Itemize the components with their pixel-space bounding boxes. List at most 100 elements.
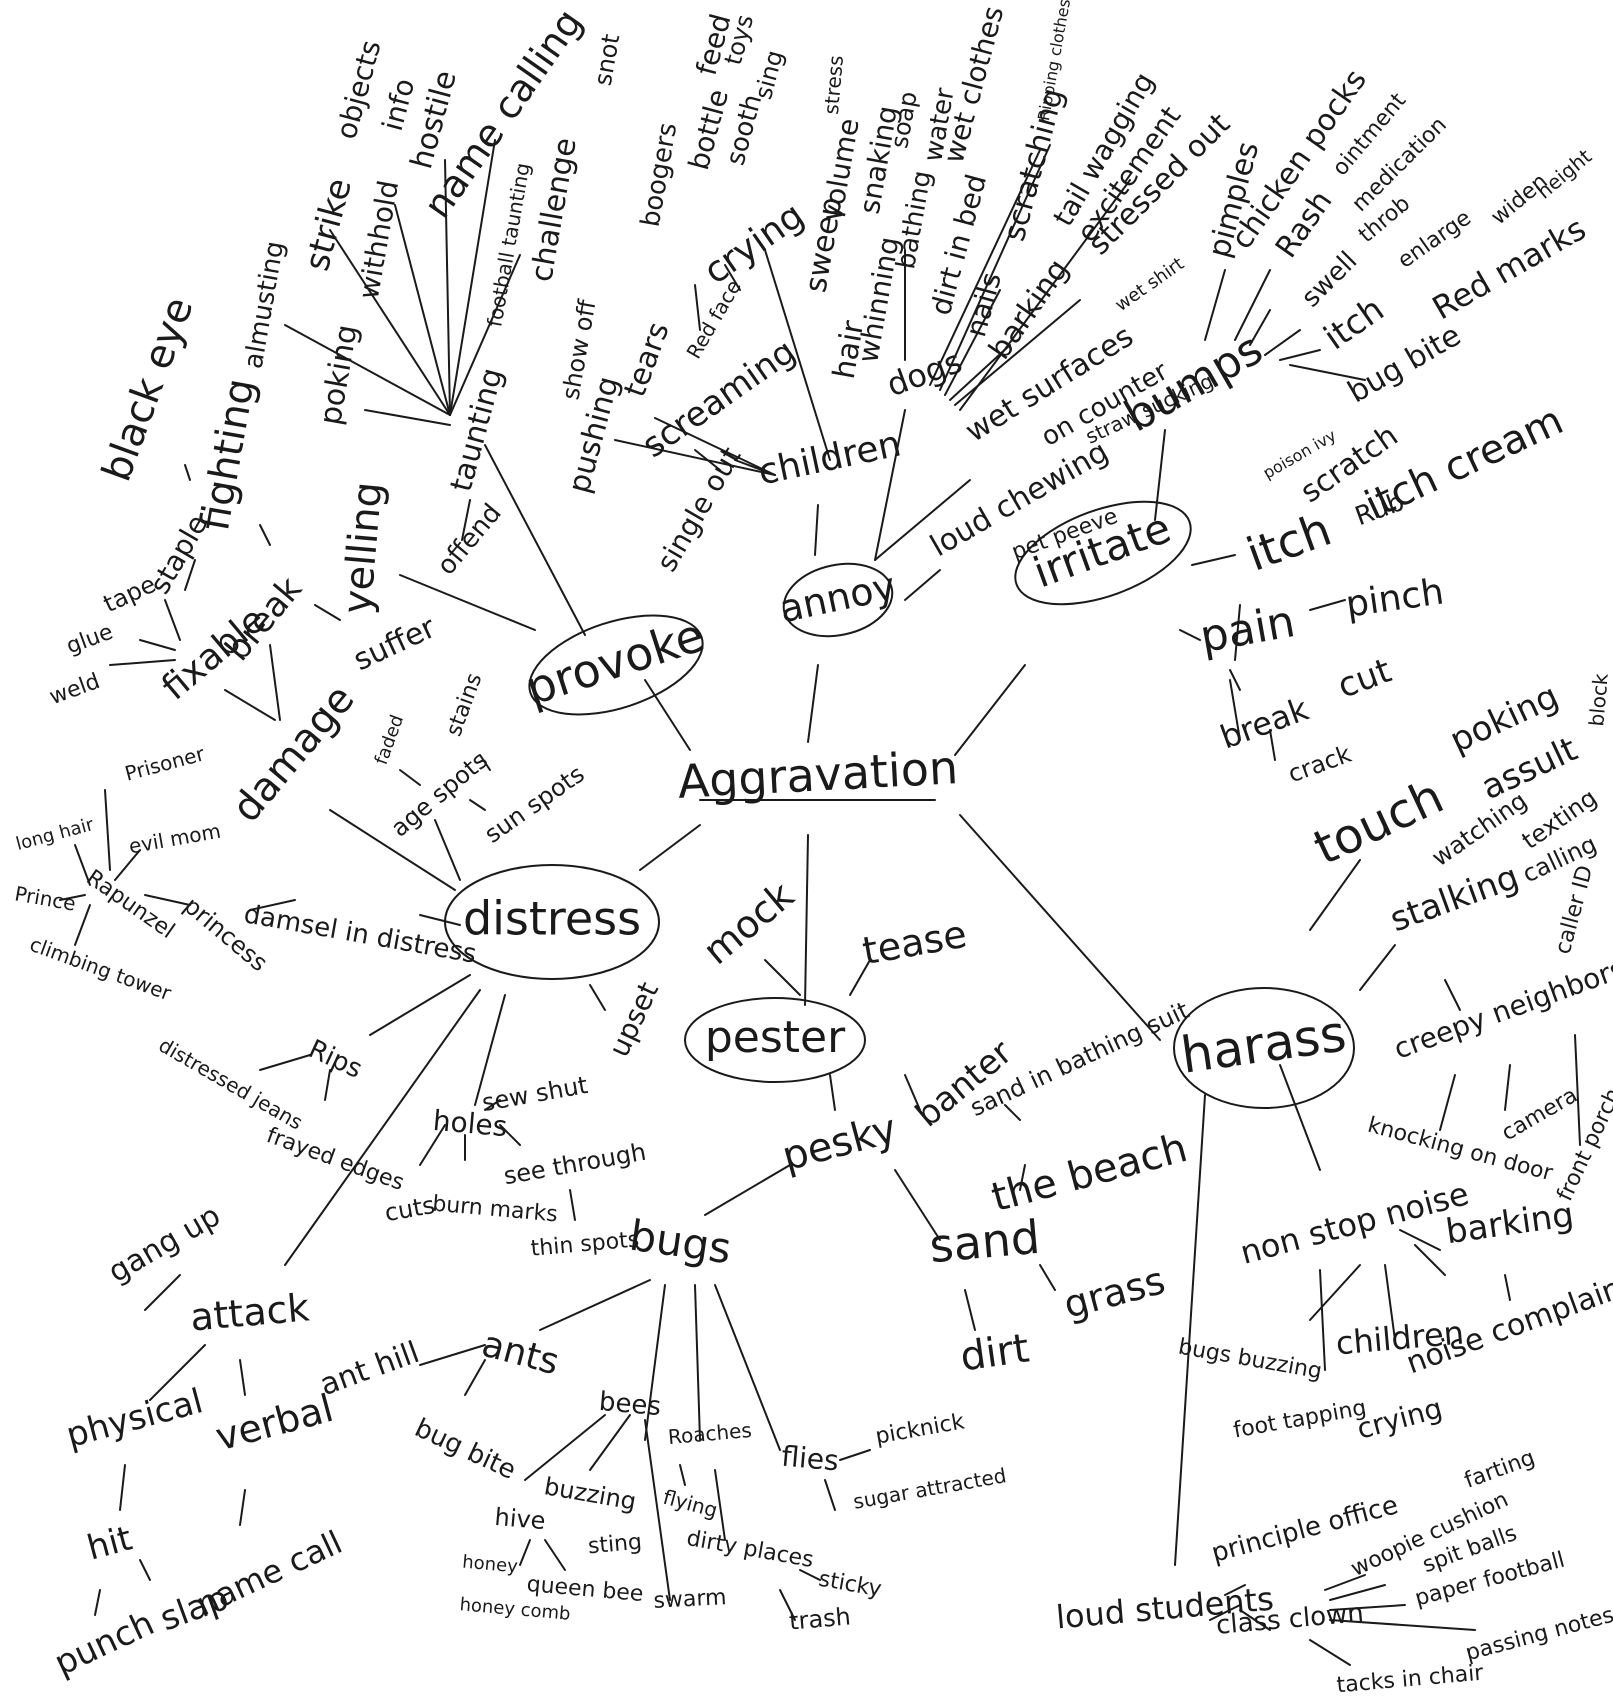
word-tape: tape: [99, 570, 160, 618]
word-bugs-buzzing: bugs buzzing: [1176, 1335, 1323, 1385]
word-distressed-jeans: distressed jeans: [155, 1033, 307, 1135]
word-attack: attack: [188, 1285, 311, 1339]
word-suffer: suffer: [348, 610, 441, 678]
word-passing-notes: passing notes: [1463, 1603, 1613, 1667]
word-boogers: boogers: [636, 121, 684, 230]
word-gang-up: gang up: [102, 1198, 226, 1290]
word-bees: bees: [598, 1387, 662, 1422]
word-bugs: bugs: [627, 1211, 735, 1274]
word-fighting: fighting: [192, 375, 264, 534]
word-crying-a: crying: [697, 195, 812, 293]
word-swarm: swarm: [653, 1585, 727, 1614]
word-camera: camera: [1498, 1083, 1582, 1146]
word-climbing-tower: climbing tower: [27, 932, 176, 1006]
word-dirt: dirt: [958, 1325, 1032, 1380]
word-picknick: picknick: [874, 1409, 967, 1449]
attack-group: attack gang up physical verbal hit punch…: [48, 1198, 347, 1684]
word-soap: soap: [885, 89, 922, 150]
word-see-through: see through: [502, 1138, 649, 1191]
word-dogs: dogs: [882, 342, 967, 404]
word-stains: stains: [442, 670, 488, 740]
word-upset: upset: [602, 977, 665, 1062]
word-prisoner: Prisoner: [122, 741, 208, 785]
word-poking-p: poking: [313, 322, 365, 428]
branch-harass: harass: [1177, 1004, 1349, 1084]
distress-group: damage suffer break fixable fighting bla…: [13, 291, 665, 1261]
annoy-group: children single out pushing screaming te…: [562, 0, 1238, 577]
word-offend: offend: [432, 498, 508, 581]
word-stress: stress: [819, 54, 848, 115]
word-name-call: name call: [190, 1523, 347, 1623]
word-break-i: break: [1215, 690, 1314, 757]
branch-ellipse-distress: [444, 864, 660, 980]
branch-ellipse-irritate: [1014, 500, 1192, 606]
word-sticky: sticky: [817, 1567, 884, 1603]
word-sting: sting: [587, 1530, 643, 1560]
word-pinch: pinch: [1343, 571, 1446, 625]
word-bug-bite: bug bite: [410, 1413, 520, 1486]
word-crack: crack: [1284, 740, 1355, 789]
word-touch: touch: [1306, 768, 1452, 876]
word-crying-h: crying: [1353, 1391, 1445, 1445]
pester-group: mock tease banter pesky sand in bathing …: [695, 873, 1194, 1380]
word-thin-spots: thin spots: [530, 1227, 640, 1261]
word-bathing: bathing: [891, 168, 938, 271]
word-the-beach: the beach: [987, 1125, 1192, 1221]
word-faded: faded: [371, 712, 408, 767]
word-foot-tapping: foot tapping: [1232, 1396, 1369, 1444]
word-tacks: tacks in chair: [1336, 1661, 1486, 1699]
word-frayed-edges: frayed edges: [263, 1123, 407, 1196]
word-ants: ants: [478, 1324, 564, 1384]
word-holes: holes: [432, 1104, 509, 1143]
word-rapunzel: Rapunzel: [82, 865, 179, 944]
word-mock: mock: [695, 873, 802, 973]
word-long-hair: long hair: [14, 814, 97, 855]
provoke-group: taunting offend yelling poking almusting…: [239, 1, 602, 616]
word-ant-hill: ant hill: [315, 1335, 423, 1403]
word-burn-marks: burn marks: [431, 1192, 558, 1228]
word-pesky: pesky: [777, 1106, 901, 1181]
word-glue: glue: [63, 620, 116, 660]
word-wet-clothes: wet clothes: [937, 3, 1011, 167]
word-hive: hive: [494, 1503, 547, 1535]
word-prince: Prince: [13, 881, 78, 915]
word-grass: grass: [1059, 1258, 1170, 1327]
connector-lines: [59, 139, 1581, 1666]
word-cut: cut: [1332, 651, 1396, 707]
word-almusting: almusting: [239, 239, 291, 371]
word-wet-shirt: wet shirt: [1111, 253, 1188, 315]
word-sing: sing: [749, 47, 789, 102]
word-height: height: [1532, 144, 1596, 203]
word-caller-id: caller ID: [1551, 863, 1599, 957]
word-snot: snot: [589, 32, 626, 88]
word-red-face: Red face: [682, 276, 746, 363]
word-roaches: Roaches: [667, 1418, 753, 1449]
word-tease: tease: [859, 912, 970, 974]
word-cuts: cuts: [383, 1191, 437, 1227]
word-itch: itch: [1240, 502, 1339, 582]
branch-ellipse-harass: [1173, 987, 1355, 1109]
word-tears: tears: [618, 318, 677, 402]
word-flies: flies: [780, 1440, 840, 1478]
branch-distress: distress: [463, 892, 641, 946]
word-rips: Rips: [304, 1034, 367, 1085]
word-single-out: single out: [650, 441, 747, 577]
word-hit: hit: [83, 1518, 136, 1568]
word-dirty-places: dirty places: [685, 1526, 816, 1573]
word-damage: damage: [223, 676, 363, 831]
word-pain: pain: [1196, 596, 1298, 663]
center-node: Aggravation: [676, 740, 959, 809]
word-children-a: children: [755, 423, 905, 493]
word-itch-cream: itch cream: [1358, 397, 1570, 528]
word-withhold: withhold: [352, 178, 405, 302]
word-sugar: sugar attracted: [851, 1463, 1008, 1514]
word-physical: physical: [62, 1381, 207, 1456]
word-yelling: yelling: [334, 480, 391, 616]
word-sand: sand: [927, 1210, 1042, 1273]
word-verbal: verbal: [211, 1386, 338, 1459]
branch-ellipse-pester: [684, 997, 866, 1083]
word-punch: punch: [48, 1603, 160, 1684]
word-sun-spots: sun spots: [479, 760, 589, 849]
harass-group: touch poking assult block watching texti…: [1054, 672, 1613, 1698]
